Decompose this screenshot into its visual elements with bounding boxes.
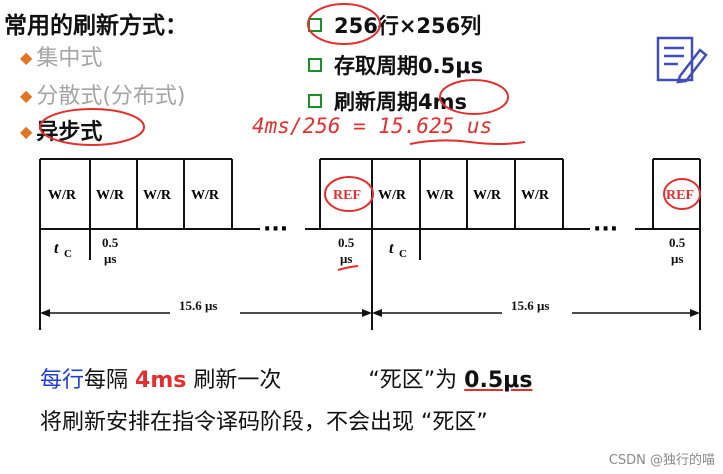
ref-label: REF bbox=[666, 188, 694, 203]
method-item-centralized: ◆集中式 bbox=[20, 40, 102, 72]
wr-label: W/R bbox=[191, 188, 220, 203]
half-unit: μs bbox=[340, 251, 352, 266]
annotation-circle bbox=[39, 108, 145, 146]
spec-label: 存取周期0.5μs bbox=[334, 54, 484, 78]
ref-label: REF bbox=[333, 188, 361, 203]
spec-label: 刷新周期4ms bbox=[334, 90, 467, 114]
method-item-async: ◆异步式 bbox=[20, 114, 102, 146]
wr-label: W/R bbox=[143, 188, 172, 203]
wr-label: W/R bbox=[473, 188, 502, 203]
diamond-bullet-icon: ◆ bbox=[20, 48, 33, 67]
half-unit: μs bbox=[671, 251, 683, 266]
annotation-circle bbox=[307, 3, 381, 45]
handwritten-formula: 4ms/256 = 15.625 us bbox=[252, 114, 493, 138]
wr-label: W/R bbox=[96, 188, 125, 203]
ellipsis: ··· bbox=[593, 217, 618, 242]
slide-heading: 常用的刷新方式： bbox=[4, 13, 188, 39]
annotation-circle bbox=[439, 79, 509, 115]
wr-label: W/R bbox=[426, 188, 455, 203]
tc-subscript: C bbox=[64, 248, 72, 260]
half-value: 0.5 bbox=[669, 235, 686, 250]
half-value: 0.5 bbox=[338, 235, 355, 250]
annotation-circle bbox=[663, 178, 701, 210]
footer-dead-zone-value: 0.5μs bbox=[464, 368, 533, 393]
checkbox-bullet-icon bbox=[308, 94, 322, 108]
footer-every: 每隔 bbox=[84, 368, 129, 393]
tc-label: t bbox=[389, 240, 394, 257]
footer-line-1: 每行每隔 4ms 刷新一次 “死区”为 0.5μs bbox=[40, 362, 532, 394]
footer-per-row: 每行 bbox=[40, 368, 85, 393]
tc-subscript: C bbox=[399, 248, 407, 260]
annotation-underline bbox=[337, 265, 359, 271]
wr-label: W/R bbox=[378, 188, 407, 203]
footer-dead-zone-label: “死区”为 bbox=[368, 368, 458, 393]
half-value: 0.5 bbox=[102, 235, 119, 250]
method-label: 异步式 bbox=[36, 120, 103, 145]
spec-refresh-period: 刷新周期4ms bbox=[308, 86, 467, 116]
half-unit: μs bbox=[104, 251, 116, 266]
checkbox-bullet-icon bbox=[308, 58, 322, 72]
annotation-underline bbox=[409, 139, 526, 145]
annotation-circle bbox=[324, 176, 374, 212]
diamond-bullet-icon: ◆ bbox=[20, 122, 33, 141]
method-label: 分散式(分布式) bbox=[36, 84, 186, 109]
span-label: 15.6 μs bbox=[511, 298, 549, 313]
spec-label: 256行×256列 bbox=[334, 14, 482, 38]
wr-label: W/R bbox=[521, 188, 550, 203]
footer-period: 4ms bbox=[135, 368, 187, 393]
tc-label: t bbox=[54, 240, 59, 257]
method-item-distributed: ◆分散式(分布式) bbox=[20, 78, 185, 110]
diamond-bullet-icon: ◆ bbox=[20, 86, 33, 105]
span-label: 15.6 μs bbox=[179, 298, 217, 313]
spec-access-cycle: 存取周期0.5μs bbox=[308, 50, 483, 80]
footer-line-2: 将刷新安排在指令译码阶段，不会出现 “死区” bbox=[40, 410, 488, 435]
watermark: CSDN @独行的喵 bbox=[608, 453, 715, 468]
ellipsis: ··· bbox=[263, 217, 288, 242]
footer-refresh-once: 刷新一次 bbox=[193, 368, 282, 393]
wr-label: W/R bbox=[48, 188, 77, 203]
method-label: 集中式 bbox=[36, 46, 103, 71]
document-edit-icon bbox=[656, 36, 708, 88]
